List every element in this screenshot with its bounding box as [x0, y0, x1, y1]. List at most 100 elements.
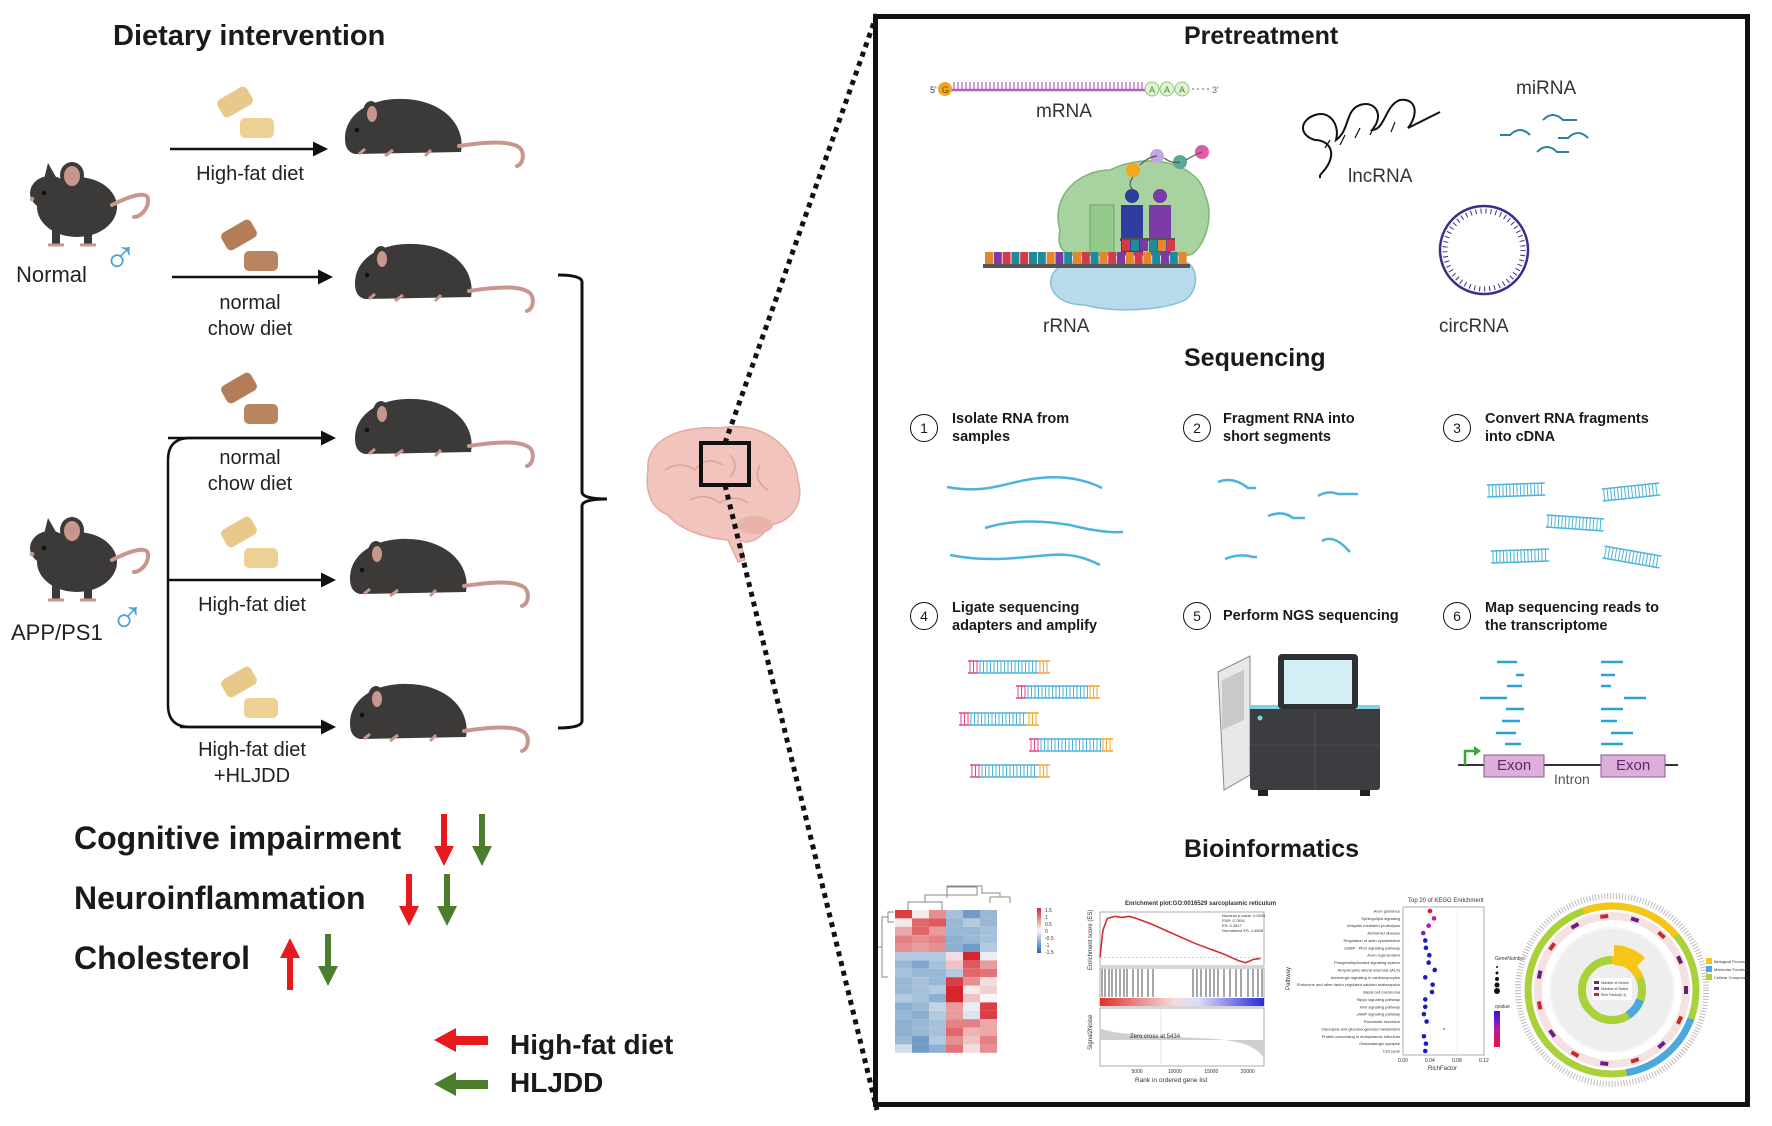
heatmap-cell — [980, 994, 997, 1003]
heatmap-cell — [895, 977, 912, 986]
circos-mark — [1630, 1057, 1640, 1064]
heatmap-cell — [980, 1019, 997, 1028]
diet-label-line1: normal — [219, 447, 281, 469]
gsea-hit-ticks — [1101, 969, 1263, 997]
kegg-dot — [1420, 930, 1426, 936]
gsea-stat: Nominal p-value: 0.0045 — [1222, 913, 1266, 918]
heatmap-cell — [963, 994, 980, 1003]
circos-mark — [1548, 942, 1557, 951]
circos-legend-label: Biological Process — [1714, 959, 1747, 964]
heatmap-cell — [895, 968, 912, 978]
heatmap-colorbar — [1037, 908, 1041, 953]
intron-label: Intron — [1554, 771, 1590, 787]
heatmap-legend-tick: 0 — [1045, 929, 1048, 935]
kegg-xtick: 0.08 — [1452, 1058, 1462, 1064]
kegg-size-legend: GeneNumber — [1494, 956, 1525, 994]
circos-legend-label: Molecular Function — [1714, 967, 1748, 972]
heatmap-cell — [929, 935, 946, 944]
dietary-intervention-title: Dietary intervention — [113, 20, 386, 52]
heatmap-chart: 1.510.50-0.5-1-1.5 — [878, 885, 1054, 1053]
heatmap-cell — [929, 1019, 946, 1028]
effect-label: Neuroinflammation — [74, 880, 366, 916]
circos-mark — [1676, 955, 1684, 965]
circos-mark — [1600, 1061, 1609, 1067]
kegg-pathway-label: Basal cell carcinoma — [1363, 990, 1400, 995]
kegg-pathway-label: Glutamatergic synapse — [1359, 1041, 1401, 1046]
heatmap-cell — [912, 1036, 929, 1045]
heatmap-cell — [946, 1019, 963, 1028]
bioinformatics-title: Bioinformatics — [1184, 835, 1360, 863]
heatmap-cell — [963, 968, 980, 978]
kegg-title: Top 20 of KEGG Enrichment — [1408, 898, 1484, 904]
heatmap-cell — [980, 977, 997, 986]
circos-legend-swatch — [1706, 966, 1712, 972]
kegg-dot — [1429, 989, 1435, 995]
heatmap-cell — [895, 960, 912, 969]
heatmap-cell — [963, 1010, 980, 1020]
heatmap-cell — [980, 968, 997, 978]
kegg-dot — [1427, 908, 1433, 914]
svg-text:GeneNumber: GeneNumber — [1495, 956, 1525, 962]
gsea-ylabel: Enrichment score (ES) — [1088, 910, 1094, 970]
kegg-pathway-label: Regulation of actin cytoskeleton — [1344, 938, 1400, 943]
heatmap-cell — [980, 918, 997, 927]
kegg-xtick: 0.12 — [1479, 1058, 1489, 1064]
circos-mark — [1548, 1029, 1557, 1038]
diet-label-line1: High-fat diet — [198, 739, 306, 761]
arrow-down-icon — [318, 934, 338, 986]
effect-label: Cognitive impairment — [74, 820, 402, 856]
heatmap-cell — [963, 935, 980, 944]
circos-mark — [1657, 1040, 1666, 1050]
heatmap-cell — [946, 968, 963, 978]
step-number-badge: 6 — [1443, 602, 1471, 630]
heatmap-cell — [963, 977, 980, 986]
heatmap-cell — [912, 977, 929, 986]
gsea-es-line — [1099, 915, 1261, 964]
arrow-down-icon — [437, 874, 457, 926]
heatmap-cell — [963, 1044, 980, 1053]
heatmap-legend-tick: 1 — [1045, 915, 1048, 921]
heatmap-cell — [929, 943, 946, 952]
circos-inner-legend-label: Number of Select — [1601, 987, 1628, 991]
kegg-pathway-label: cGMP - PKG signaling pathway — [1344, 945, 1400, 950]
circos-mark — [1630, 916, 1640, 923]
heatmap-cell — [895, 1010, 912, 1020]
circos-mark — [1536, 970, 1543, 979]
arrow-down-icon — [434, 814, 454, 866]
heatmap-cell — [912, 1002, 929, 1011]
heatmap-cell — [963, 918, 980, 927]
step-number-badge: 5 — [1183, 602, 1211, 630]
heatmap-cell — [946, 1044, 963, 1053]
arrow-up-icon — [280, 938, 300, 990]
step-number-badge: 4 — [910, 602, 938, 630]
heatmap-cell — [980, 943, 997, 952]
heatmap-cell — [980, 910, 997, 919]
heatmap-cell — [895, 1036, 912, 1045]
kegg-dot — [1422, 975, 1428, 980]
step-number-badge: 2 — [1183, 414, 1211, 442]
legend-hfd-arrow — [434, 1028, 488, 1052]
group-label-app-ps1: APP/PS1 — [11, 620, 103, 645]
heatmap-cell — [895, 1019, 912, 1028]
diet-label: High-fat diet — [198, 594, 306, 616]
heatmap-cell — [895, 910, 912, 919]
heatmap-cell — [946, 952, 963, 961]
heatmap-cell — [929, 926, 946, 936]
kegg-pathway-label: Ubiquitin mediated proteolysis — [1347, 923, 1400, 928]
kegg-dot — [1431, 916, 1437, 921]
heatmap-cell — [895, 985, 912, 994]
kegg-dot — [1422, 997, 1428, 1002]
kegg-dot — [1421, 1011, 1427, 1017]
gsea-stat: ES: 0.3817 — [1222, 923, 1243, 928]
heatmap-cell — [912, 985, 929, 994]
heatmap-cell — [895, 994, 912, 1003]
kegg-dot — [1424, 1019, 1429, 1024]
gsea-stat: FDR: 0.7654 — [1222, 918, 1245, 923]
sequencing-title: Sequencing — [1184, 344, 1326, 372]
heatmap-cell — [946, 977, 963, 986]
step-text: Perform NGS sequencing — [1223, 608, 1399, 624]
heatmap-cell — [912, 1019, 929, 1028]
